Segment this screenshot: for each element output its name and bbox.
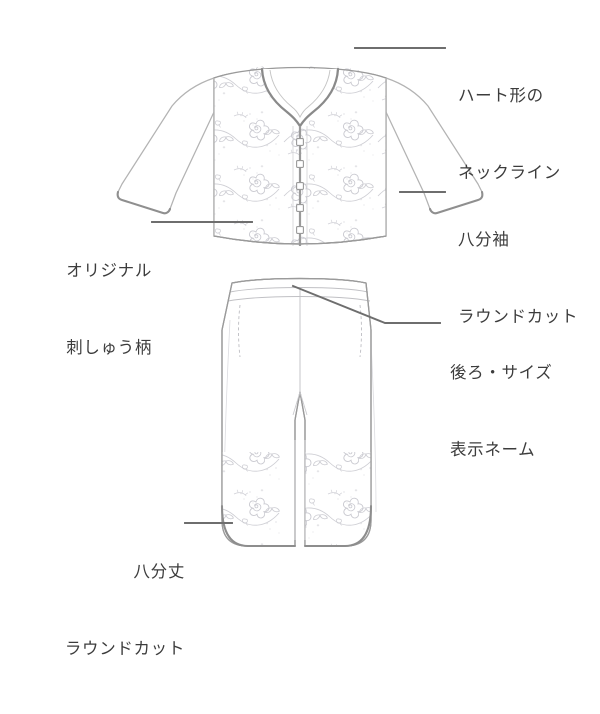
callout-sleeve-line2: ラウンドカット <box>458 307 579 326</box>
embroidery-pattern-left-hem <box>222 452 283 546</box>
button <box>296 204 304 212</box>
waistband-line-3 <box>227 296 371 302</box>
callout-sleeve: 八分袖 ラウンドカット <box>458 177 578 382</box>
right-hem-round-cut <box>303 504 373 548</box>
callout-hem-round-cut-line1: 八分丈 <box>133 563 185 582</box>
callout-back-size-name: 後ろ・サイズ 表示ネーム <box>450 310 552 515</box>
right-sleeve-cuff <box>428 190 484 215</box>
pajama-technical-illustration <box>116 47 484 548</box>
leader-lines <box>151 47 446 524</box>
callout-original-embroidery-line2: 刺しゅう柄 <box>66 338 152 357</box>
callout-original-embroidery-line1: オリジナル <box>66 262 152 281</box>
button <box>296 226 304 234</box>
pants-outline <box>221 277 372 547</box>
callout-hem-round-cut-line2: ラウンドカット <box>64 639 185 658</box>
callout-hem-round-cut: 八分丈 ラウンドカット <box>0 509 185 714</box>
embroidery-pattern-right-hem <box>305 452 371 546</box>
crotch-point <box>292 390 308 416</box>
left-sleeve-cuff <box>116 190 172 215</box>
leader-back-size-name <box>291 284 441 324</box>
callout-back-size-name-line2: 表示ネーム <box>450 440 536 459</box>
callout-sleeve-line1: 八分袖 <box>458 231 510 250</box>
top-hem <box>213 235 387 245</box>
pajama-pants <box>220 277 377 548</box>
left-sleeve <box>117 77 215 214</box>
left-hem-round-cut <box>220 504 297 548</box>
callout-neckline-line1: ハート形の <box>458 87 544 106</box>
waistband-line-2 <box>229 287 369 293</box>
callout-original-embroidery: オリジナル 刺しゅう柄 <box>0 208 152 413</box>
callout-back-size-name-line1: 後ろ・サイズ <box>450 364 553 383</box>
button <box>296 138 304 146</box>
button <box>296 160 304 168</box>
left-pocket-stitch <box>238 304 241 358</box>
right-pocket-stitch <box>359 304 362 358</box>
button <box>296 182 304 190</box>
callout-neckline-line2: ネックライン <box>458 163 561 182</box>
illustration-canvas: ハート形の ネックライン 八分袖 ラウンドカット 後ろ・サイズ 表示ネーム オリ… <box>0 33 578 658</box>
callout-neckline: ハート形の ネックライン <box>458 33 561 238</box>
neckline-inner-edge <box>269 69 331 119</box>
button-row <box>296 138 304 234</box>
pajama-top <box>116 64 484 246</box>
